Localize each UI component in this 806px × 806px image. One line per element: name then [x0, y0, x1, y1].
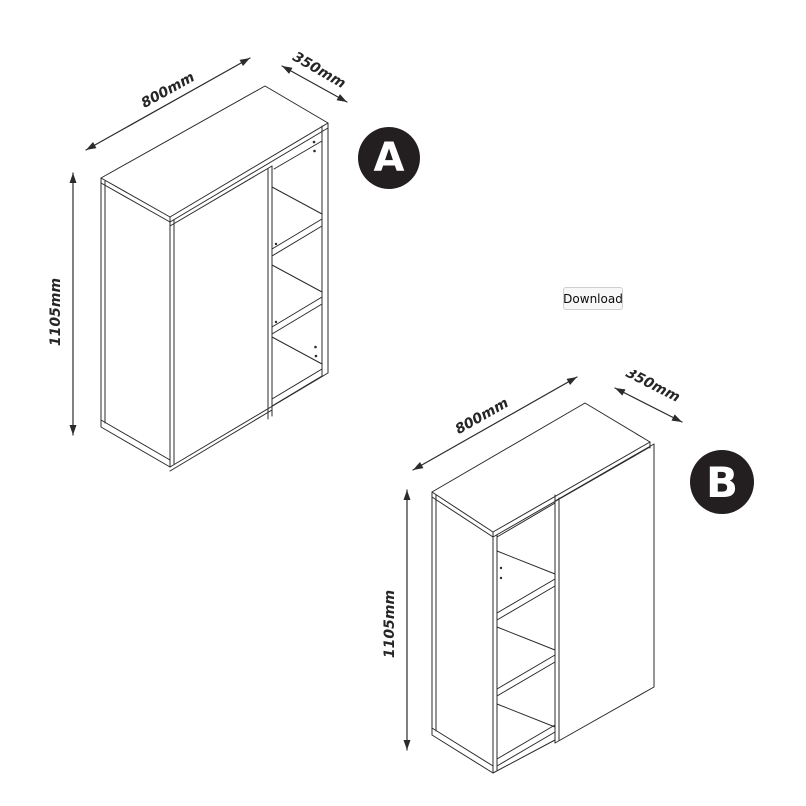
cabinet-a-width-label: 800mm [139, 69, 198, 111]
cabinet-b-door [554, 443, 655, 744]
download-button[interactable]: Download [563, 287, 623, 310]
cabinet-a-height-label: 1105mm [48, 278, 64, 346]
cabinet-a-door [169, 165, 273, 472]
cabinet-a-shelves [271, 140, 323, 407]
cabinet-b-svg: 800mm 350mm 1105mm [382, 370, 683, 774]
cabinet-a-carcass [100, 85, 329, 468]
cabinet-a-depth-dimension: 350mm [281, 50, 349, 103]
cabinet-b-shelves [496, 502, 556, 767]
variant-a-badge: A [358, 127, 420, 189]
cabinet-b-height-dimension: 1105mm [382, 489, 411, 751]
cabinet-a-shelf-pin-holes [274, 140, 318, 358]
cabinet-a-width-dimension: 800mm [85, 57, 251, 151]
cabinet-b-carcass [431, 402, 651, 774]
cabinet-a-depth-label: 350mm [290, 50, 349, 92]
cabinet-b-depth-dimension: 350mm [614, 370, 683, 423]
cabinet-b-depth-label: 350mm [623, 370, 682, 406]
variant-b-badge: B [690, 450, 754, 514]
cabinet-b-height-label: 1105mm [382, 590, 398, 658]
cabinet-b-shelf-pin-holes [499, 566, 503, 580]
cabinet-b-drawing: 800mm 350mm 1105mm [380, 370, 710, 806]
cabinet-a-height-dimension: 1105mm [48, 172, 77, 436]
cabinet-a-drawing: 800mm 350mm 1105mm [40, 50, 370, 490]
cabinet-a-svg: 800mm 350mm 1105mm [48, 50, 349, 472]
cabinet-b-width-dimension: 800mm [412, 376, 578, 471]
